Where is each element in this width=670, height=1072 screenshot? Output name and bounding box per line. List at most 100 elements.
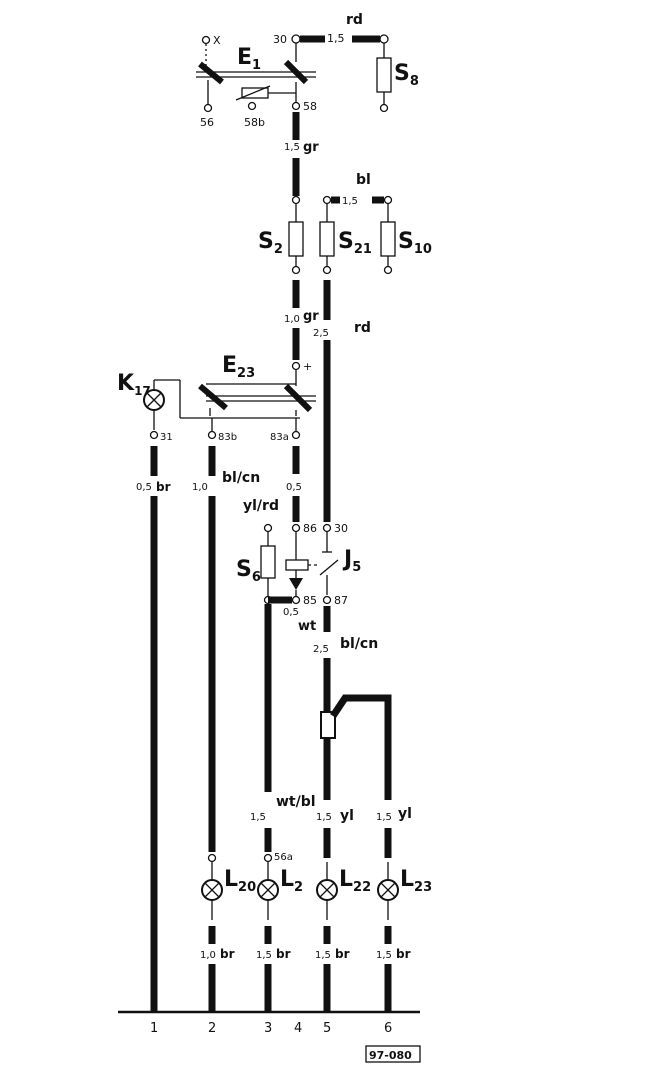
svg-text:0,5: 0,5 [286, 482, 302, 493]
svg-text:0,5: 0,5 [136, 482, 152, 493]
wire-s21-to-j5: 2,5 rd 30 [313, 256, 371, 535]
wire-s2-to-e23: 1,0 gr + [284, 256, 319, 373]
terminal-58b-label: 58b [244, 116, 265, 129]
svg-text:1,5: 1,5 [256, 950, 272, 961]
l22-label: L22 [339, 867, 371, 895]
j5-contact [319, 559, 339, 576]
wire-s6-to-l2: 1,5 wt/bl 56a [250, 604, 316, 863]
e23-contact-2 [283, 383, 313, 413]
svg-text:gr: gr [303, 309, 319, 324]
j5-relay: J5 85 87 [285, 532, 361, 607]
s10-label: S10 [398, 229, 432, 257]
fuse-s8 [376, 57, 392, 93]
wire-top-color: rd [346, 12, 363, 28]
svg-text:br: br [156, 480, 171, 494]
wire-top-size: 1,5 [327, 32, 345, 45]
k17-lamp: K17 31 [117, 371, 180, 443]
wire-58-to-s2: 1,5 gr [284, 112, 319, 222]
wire-85-wt: 0,5 wt [268, 596, 316, 634]
svg-text:1,5: 1,5 [376, 812, 392, 823]
lamp-l23: L23 1,5 br [376, 862, 432, 1012]
terminal-30 [291, 34, 301, 44]
svg-text:2,5: 2,5 [313, 644, 329, 655]
terminal-30-label: 30 [273, 33, 287, 46]
svg-text:br: br [396, 947, 411, 961]
j5-coil [285, 559, 309, 571]
ground-numbers: 1 2 3 4 5 6 [150, 1021, 392, 1036]
wire-l23-in: 1,5 yl [376, 806, 412, 858]
lamp-l2: L2 1,5 br [256, 862, 303, 1012]
diagram-code-box [365, 1045, 421, 1063]
j5-label: J5 [342, 547, 361, 575]
svg-text:86: 86 [303, 522, 317, 535]
e23-contact-1 [198, 383, 228, 411]
svg-text:gr: gr [303, 140, 319, 155]
svg-text:br: br [220, 947, 235, 961]
svg-text:30: 30 [334, 522, 348, 535]
svg-text:yl: yl [340, 808, 354, 824]
svg-text:83a: 83a [270, 432, 289, 443]
e1-light-switch: X 30 1,5 rd S8 E1 58b 56 [196, 12, 419, 129]
svg-text:0,5: 0,5 [283, 607, 299, 618]
svg-text:1,5: 1,5 [342, 196, 358, 207]
svg-text:1,5: 1,5 [376, 950, 392, 961]
j5-diode [289, 578, 303, 590]
fuse-s21 [319, 221, 335, 257]
svg-text:br: br [276, 947, 291, 961]
l20-label: L20 [224, 867, 256, 895]
svg-text:yl: yl [398, 806, 412, 822]
terminal-83b [207, 430, 217, 440]
e1-contact-1 [198, 61, 224, 85]
ground-number-5: 5 [323, 1021, 331, 1036]
terminal-56 [203, 103, 213, 113]
fuse-s6-group: S6 [236, 523, 276, 605]
e1-contact-2 [283, 59, 309, 85]
svg-text:31: 31 [160, 432, 173, 443]
svg-text:2,5: 2,5 [313, 328, 329, 339]
svg-text:56a: 56a [274, 852, 293, 863]
fuse-s2 [288, 221, 304, 257]
terminal-x [201, 35, 211, 45]
l23-label: L23 [400, 867, 432, 895]
wire-83a-to-86: 0,5 yl/rd 86 [243, 446, 317, 535]
svg-text:1,0: 1,0 [284, 314, 300, 325]
svg-text:1,5: 1,5 [250, 812, 266, 823]
svg-text:1,5: 1,5 [284, 142, 300, 153]
diagram-code: 97-080 [369, 1049, 412, 1062]
svg-text:bl/cn: bl/cn [222, 470, 260, 486]
fuse-s10-group: S10 [380, 204, 432, 275]
fuse-s6 [260, 545, 276, 579]
s6-label: S6 [236, 557, 261, 585]
terminal-83a [291, 430, 301, 440]
lamp-l20: L20 1,0 br [200, 862, 256, 1012]
terminal-58 [291, 101, 301, 111]
svg-text:bl/cn: bl/cn [340, 636, 378, 652]
e23-switch: E23 [179, 353, 316, 419]
wire-k17-ground: 0,5 br [136, 446, 171, 1012]
lamp-l22: L22 1,5 br [315, 862, 371, 1012]
svg-text:yl/rd: yl/rd [243, 498, 279, 514]
svg-text:rd: rd [354, 320, 371, 336]
svg-text:1,0: 1,0 [200, 950, 216, 961]
wire-83b-to-l20: 1,0 bl/cn [192, 446, 260, 863]
e23-label: E23 [222, 353, 255, 381]
s2-label: S2 [258, 229, 283, 257]
ground-number-6: 6 [384, 1021, 392, 1036]
ground-number-2: 2 [208, 1021, 216, 1036]
svg-text:br: br [335, 947, 350, 961]
terminal-x-label: X [213, 34, 221, 47]
svg-text:1,0: 1,0 [192, 482, 208, 493]
ground-number-3: 3 [264, 1021, 272, 1036]
ground-number-4: 4 [294, 1021, 302, 1036]
svg-text:87: 87 [334, 594, 348, 607]
svg-text:+: + [303, 360, 312, 373]
svg-text:83b: 83b [218, 432, 237, 443]
s8-label: S8 [394, 61, 419, 89]
svg-text:wt/bl: wt/bl [276, 794, 316, 810]
fuse-s10 [380, 221, 396, 257]
svg-text:bl: bl [356, 172, 371, 188]
svg-text:85: 85 [303, 594, 317, 607]
l2-label: L2 [280, 867, 303, 895]
wire-87-branch: 2,5 bl/cn [313, 606, 392, 800]
